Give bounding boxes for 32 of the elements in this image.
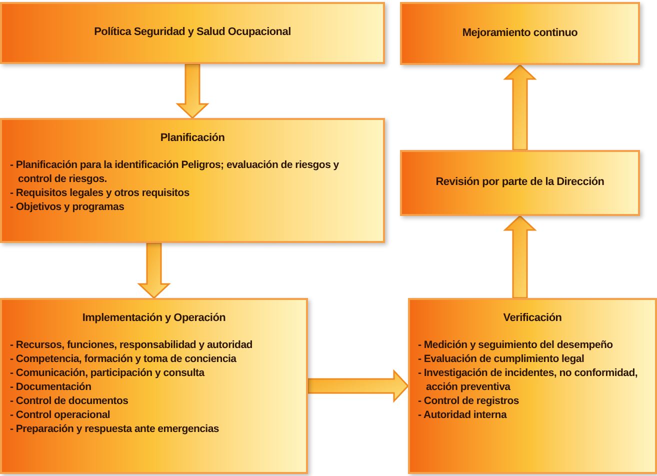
- block-arrow: [137, 242, 171, 300]
- box-heading: Política Seguridad y Salud Ocupacional: [94, 26, 291, 40]
- bullet-item: - Medición y seguimiento del desempeño: [418, 338, 614, 352]
- box-heading: Revisión por parte de la Dirección: [436, 176, 604, 190]
- box-heading: Mejoramiento continuo: [462, 26, 578, 40]
- box-heading: Planificación: [160, 132, 225, 146]
- bullet-item: - Requisitos legales y otros requisitos: [10, 186, 190, 200]
- bullet-item: - Recursos, funciones, responsabilidad y autoridad: [10, 338, 254, 352]
- bullet-item: - Control de registros: [418, 394, 520, 408]
- bullet-item: - Control de documentos: [10, 394, 130, 408]
- process-box: [408, 298, 657, 474]
- bullet-item: - Planificación para la identificación Peligros; evaluación de riesgos y control de riesgos.: [10, 158, 340, 186]
- process-box: [0, 118, 385, 243]
- process-box: [400, 2, 640, 65]
- process-box: [0, 2, 385, 64]
- block-arrow: [503, 214, 537, 299]
- process-box: [400, 150, 640, 216]
- bullet-item: - Comunicación, participación y consulta: [10, 366, 206, 380]
- box-heading: Verificación: [503, 312, 562, 326]
- bullet-item: - Competencia, formación y toma de conciencia: [10, 352, 238, 366]
- bullet-item: - Investigación de incidentes, no conformidad, acción preventiva: [418, 366, 639, 394]
- block-arrow: [307, 369, 410, 403]
- bullet-item: - Control operacional: [10, 408, 112, 422]
- bullet-item: - Objetivos y programas: [10, 200, 126, 214]
- box-heading: Implementación y Operación: [82, 312, 226, 326]
- bullet-item: - Evaluación de cumplimiento legal: [418, 352, 586, 366]
- bullet-item: - Documentación: [10, 380, 92, 394]
- process-box: [0, 298, 308, 474]
- block-arrow: [503, 64, 537, 151]
- bullet-item: - Autoridad interna: [418, 408, 508, 422]
- block-arrow: [176, 63, 210, 120]
- bullet-item: - Preparación y respuesta ante emergencias: [10, 422, 220, 436]
